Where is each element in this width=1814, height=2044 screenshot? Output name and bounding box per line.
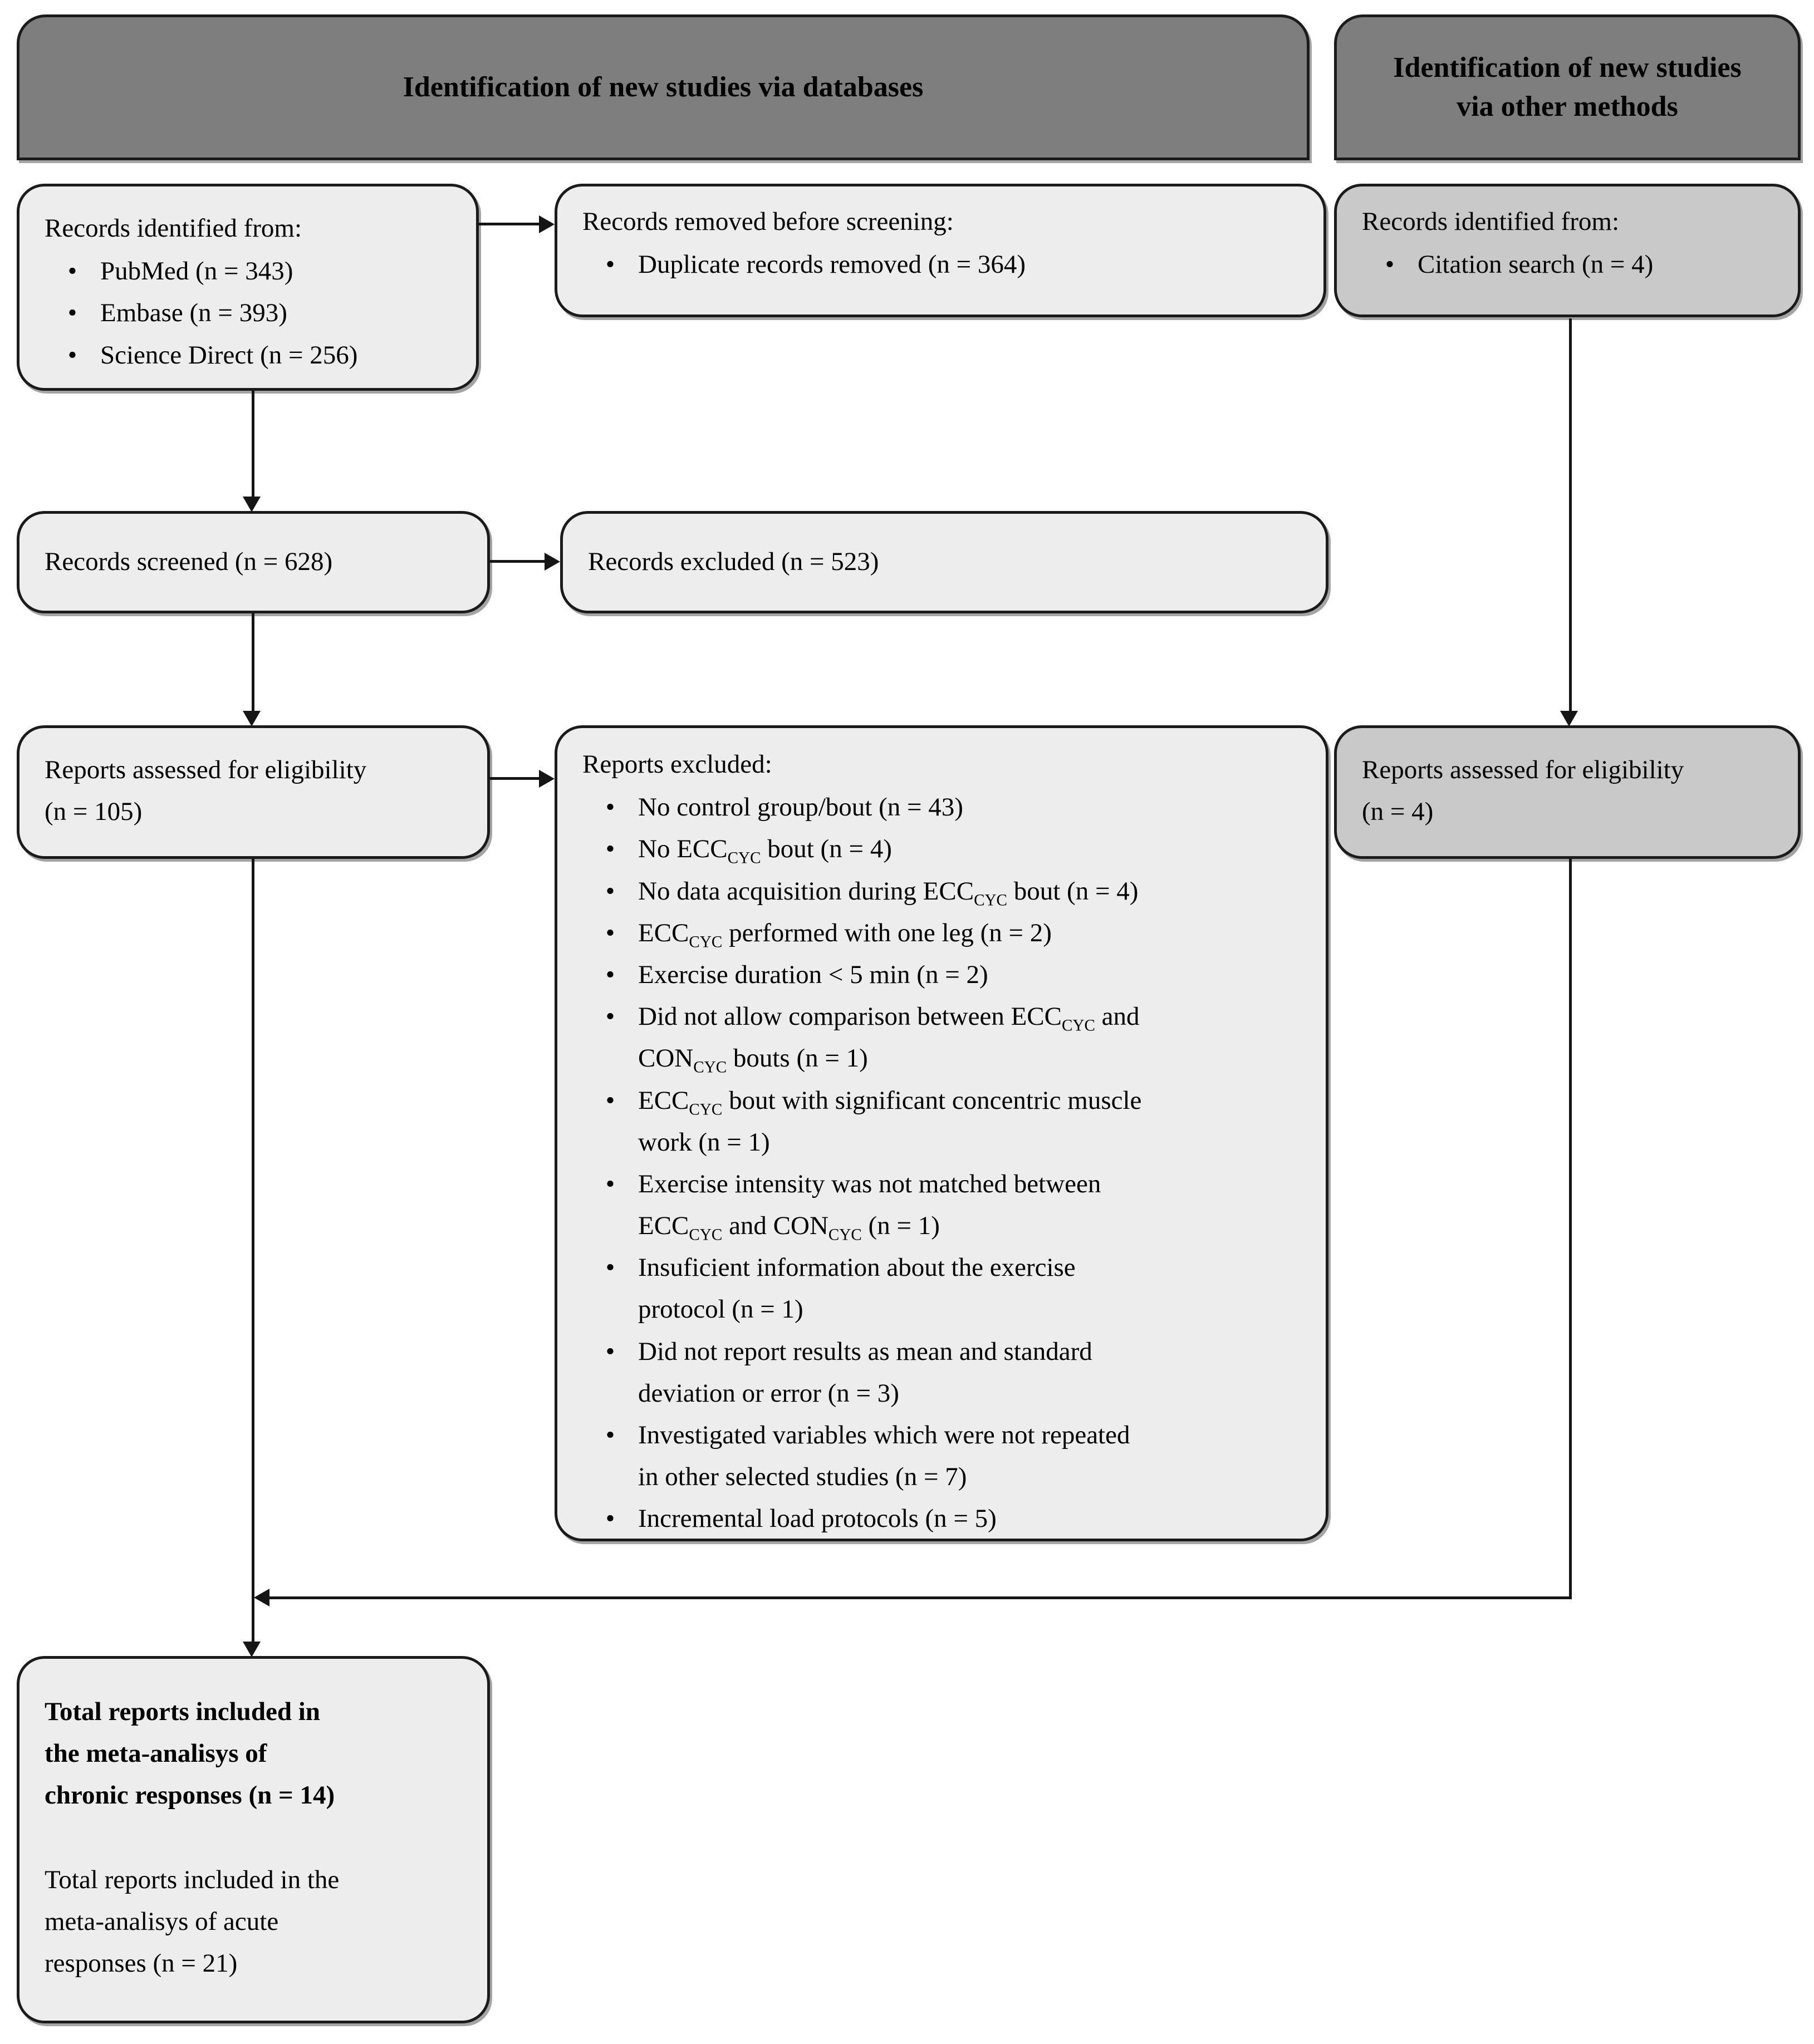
box-records-removed: Records removed before screening: • Dupli… (555, 184, 1326, 317)
records-screened-label: Records screened (n = 628) (45, 547, 333, 577)
flow-line-merge (268, 1596, 1572, 1599)
arrowhead-right-reports-excluded (539, 770, 555, 788)
box-reports-assessed-right: Reports assessed for eligibility (n = 4) (1334, 725, 1801, 859)
list-item-label: No data acquisition during ECCCYC bout (… (638, 876, 1139, 909)
flow-line-screened-to-excluded (490, 560, 548, 563)
flow-line-identified-to-screened (252, 391, 254, 500)
bullet-icon: • (605, 1337, 615, 1366)
list-item-label: Exercise intensity was not matched betwe… (638, 1169, 1101, 1244)
bullet-icon: • (605, 1085, 615, 1115)
bullet-icon: • (605, 1504, 615, 1534)
list-item: • Exercise duration < 5 min (n = 2) (582, 954, 1301, 996)
records-excluded-label: Records excluded (n = 523) (588, 547, 879, 577)
list-item-label: Science Direct (n = 256) (100, 340, 358, 370)
list-item: • Investigated variables which were not r… (582, 1414, 1301, 1498)
bullet-icon: • (605, 918, 615, 947)
header-databases-label: Identification of new studies via databa… (403, 71, 924, 103)
arrowhead-left-merge (254, 1589, 269, 1606)
list-item-label: Did not report results as mean and stand… (638, 1337, 1092, 1408)
header-other-methods-label: Identification of new studies via other … (1393, 51, 1742, 122)
bullet-icon: • (605, 1253, 615, 1283)
list-item-label: Duplicate records removed (n = 364) (638, 250, 1026, 279)
total-acute-label: Total reports included in the meta-anali… (45, 1865, 340, 1978)
box-total-included: Total reports included in the meta-anali… (17, 1656, 490, 2023)
bullet-icon: • (605, 1169, 615, 1198)
list-item-label: Citation search (n = 4) (1418, 250, 1654, 279)
bullet-icon: • (1385, 250, 1395, 279)
list-item: • PubMed (n = 343) (45, 250, 451, 292)
list-item: • Duplicate records removed (n = 364) (582, 244, 1298, 286)
list-item-label: Exercise duration < 5 min (n = 2) (638, 960, 988, 989)
list-item: • Did not report results as mean and stan… (582, 1331, 1301, 1414)
box-citation-identified: Records identified from: • Citation searc… (1334, 184, 1801, 317)
box-records-excluded: Records excluded (n = 523) (560, 511, 1328, 613)
arrowhead-down-assessed-left (243, 711, 261, 726)
reports-assessed-right-label: Reports assessed for eligibility (n = 4) (1362, 755, 1684, 827)
flow-line-citation-to-assessed (1569, 318, 1572, 712)
list-item: • Exercise intensity was not matched betw… (582, 1163, 1301, 1247)
records-identified-list: • PubMed (n = 343) • Embase (n = 393) • Scien… (45, 250, 451, 376)
bullet-icon: • (605, 1421, 615, 1450)
flow-line-screened-to-assessed (252, 613, 254, 712)
bullet-icon: • (605, 834, 615, 864)
reports-excluded-title: Reports excluded: (582, 750, 772, 779)
arrowhead-down-screened (243, 497, 261, 512)
list-item: • Science Direct (n = 256) (45, 335, 451, 376)
citation-identified-title: Records identified from: (1362, 207, 1620, 236)
list-item-label: Embase (n = 393) (100, 298, 287, 328)
arrowhead-right-excluded (545, 553, 560, 571)
flow-line-assessed-right-down (1569, 859, 1572, 1599)
list-item: • No ECCCYC bout (n = 4) (582, 828, 1301, 870)
reports-excluded-list: • No control group/bout (n = 43) • No ECCCY… (582, 787, 1301, 1540)
bullet-icon: • (67, 340, 77, 370)
bullet-icon: • (605, 793, 615, 822)
list-item-label: ECCCYC performed with one leg (n = 2) (638, 918, 1052, 951)
citation-identified-list: • Citation search (n = 4) (1362, 244, 1773, 286)
list-item-label: Investigated variables which were not re… (638, 1421, 1130, 1492)
records-identified-title: Records identified from: (45, 214, 302, 243)
list-item-label: No control group/bout (n = 43) (638, 793, 963, 822)
header-databases: Identification of new studies via databa… (17, 14, 1310, 160)
list-item: • Insuficient information about the exerc… (582, 1247, 1301, 1330)
box-records-screened: Records screened (n = 628) (17, 511, 490, 613)
list-item-label: PubMed (n = 343) (100, 257, 293, 286)
arrowhead-down-total (243, 1642, 261, 1657)
list-item-label: Incremental load protocols (n = 5) (638, 1504, 997, 1534)
bullet-icon: • (605, 1002, 615, 1031)
list-item-label: Insuficient information about the exerci… (638, 1253, 1076, 1324)
list-item: • ECCCYC bout with significant concentric… (582, 1080, 1301, 1163)
list-item: • No data acquisition during ECCCYC bout … (582, 871, 1301, 912)
bullet-icon: • (67, 257, 77, 286)
list-item-label: No ECCCYC bout (n = 4) (638, 834, 892, 867)
list-item: • Embase (n = 393) (45, 292, 451, 334)
list-item: • No control group/bout (n = 43) (582, 787, 1301, 828)
flow-line-identified-to-removed (479, 223, 541, 225)
reports-assessed-left-label: Reports assessed for eligibility (n = 10… (45, 755, 367, 827)
box-records-identified: Records identified from: • PubMed (n = 34… (17, 184, 479, 391)
list-item-label: ECCCYC bout with significant concentric … (638, 1085, 1142, 1157)
bullet-icon: • (605, 876, 615, 906)
arrowhead-down-assessed-right (1560, 711, 1578, 726)
bullet-icon: • (605, 960, 615, 989)
box-reports-excluded: Reports excluded: • No control group/bout… (555, 725, 1328, 1541)
bullet-icon: • (605, 250, 615, 279)
list-item: • Incremental load protocols (n = 5) (582, 1498, 1301, 1540)
list-item: • Did not allow comparison between ECCCYC… (582, 996, 1301, 1079)
list-item: • ECCCYC performed with one leg (n = 2) (582, 912, 1301, 954)
records-removed-list: • Duplicate records removed (n = 364) (582, 244, 1298, 286)
flow-line-assessed-to-reports-excluded (490, 777, 542, 780)
header-other-methods: Identification of new studies via other … (1334, 14, 1801, 160)
total-chronic-label: Total reports included in the meta-anali… (45, 1697, 335, 1810)
box-reports-assessed-left: Reports assessed for eligibility (n = 10… (17, 725, 490, 859)
bullet-icon: • (67, 298, 77, 328)
list-item: • Citation search (n = 4) (1362, 244, 1773, 286)
records-removed-title: Records removed before screening: (582, 207, 954, 236)
list-item-label: Did not allow comparison between ECCCYC … (638, 1002, 1140, 1077)
arrowhead-right-removed (539, 215, 555, 233)
flow-line-assessed-to-total (252, 859, 254, 1643)
